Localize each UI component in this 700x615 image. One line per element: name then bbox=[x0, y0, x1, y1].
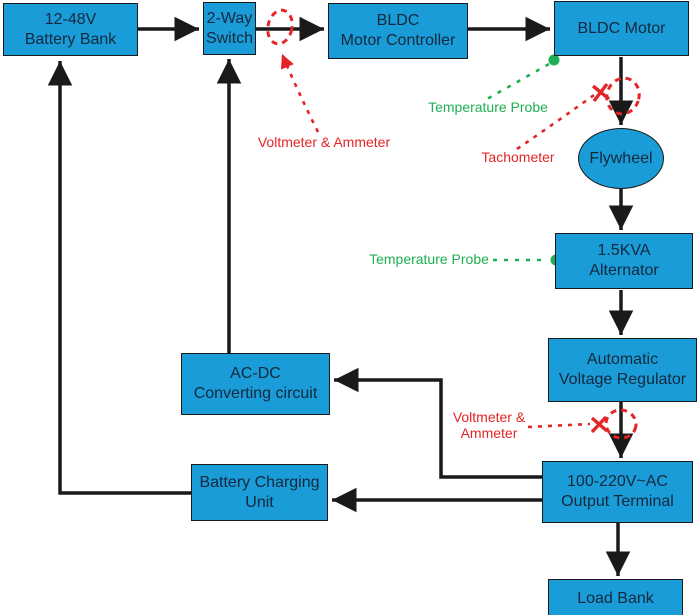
annotation-temperature-probe-motor: Temperature Probe bbox=[428, 99, 548, 115]
node-label: Automatic Voltage Regulator bbox=[558, 351, 687, 388]
node-load-bank: Load Bank bbox=[548, 579, 683, 615]
tachometer-probe-x-icon bbox=[591, 82, 611, 103]
node-battery-charging: Battery Charging Unit bbox=[191, 464, 328, 521]
leader-voltmeter-top bbox=[280, 53, 320, 133]
node-label: 100-220V~AC Output Terminal bbox=[561, 473, 674, 510]
node-label: Load Bank bbox=[577, 590, 654, 608]
connector-charging-to-battery bbox=[47, 61, 191, 495]
node-label: 12-48V Battery Bank bbox=[24, 10, 117, 48]
node-motor-controller: BLDC Motor Controller bbox=[328, 3, 468, 59]
node-bldc-motor: BLDC Motor bbox=[554, 1, 689, 56]
temp-probe-dot-motor bbox=[548, 54, 560, 66]
meter-ellipse-output-line bbox=[604, 408, 638, 440]
node-battery-bank: 12-48V Battery Bank bbox=[3, 3, 138, 56]
node-label: 2-Way Switch bbox=[205, 9, 254, 47]
node-label: 1.5KVA Alternator bbox=[589, 242, 659, 279]
leader-voltmeter-bottom bbox=[527, 422, 591, 429]
node-label: BLDC Motor Controller bbox=[340, 12, 456, 49]
meter-ellipse-switch-line bbox=[266, 8, 294, 46]
node-acdc-converter: AC-DC Converting circuit bbox=[181, 353, 330, 415]
node-label: Battery Charging Unit bbox=[199, 473, 320, 511]
node-two-way-switch: 2-Way Switch bbox=[203, 2, 256, 55]
annotation-voltmeter-ammeter-bottom: Voltmeter & Ammeter bbox=[452, 409, 526, 441]
node-label: BLDC Motor bbox=[577, 19, 666, 37]
node-output-terminal: 100-220V~AC Output Terminal bbox=[542, 461, 693, 523]
node-alternator: 1.5KVA Alternator bbox=[555, 233, 693, 289]
node-flywheel: Flywheel bbox=[578, 128, 664, 189]
annotation-temperature-probe-alternator: Temperature Probe bbox=[369, 251, 489, 267]
meter-ellipse-motor-shaft bbox=[605, 76, 641, 116]
connector-output-to-acdc bbox=[334, 367, 542, 479]
leader-temp-probe-motor bbox=[486, 62, 550, 101]
annotation-tachometer: Tachometer bbox=[481, 149, 555, 165]
node-label: AC-DC Converting circuit bbox=[193, 365, 318, 402]
node-voltage-regulator: Automatic Voltage Regulator bbox=[548, 338, 697, 402]
annotation-voltmeter-ammeter-top: Voltmeter & Ammeter bbox=[257, 134, 391, 150]
voltmeter-probe-x-icon bbox=[590, 415, 609, 434]
node-label: Flywheel bbox=[589, 149, 653, 167]
